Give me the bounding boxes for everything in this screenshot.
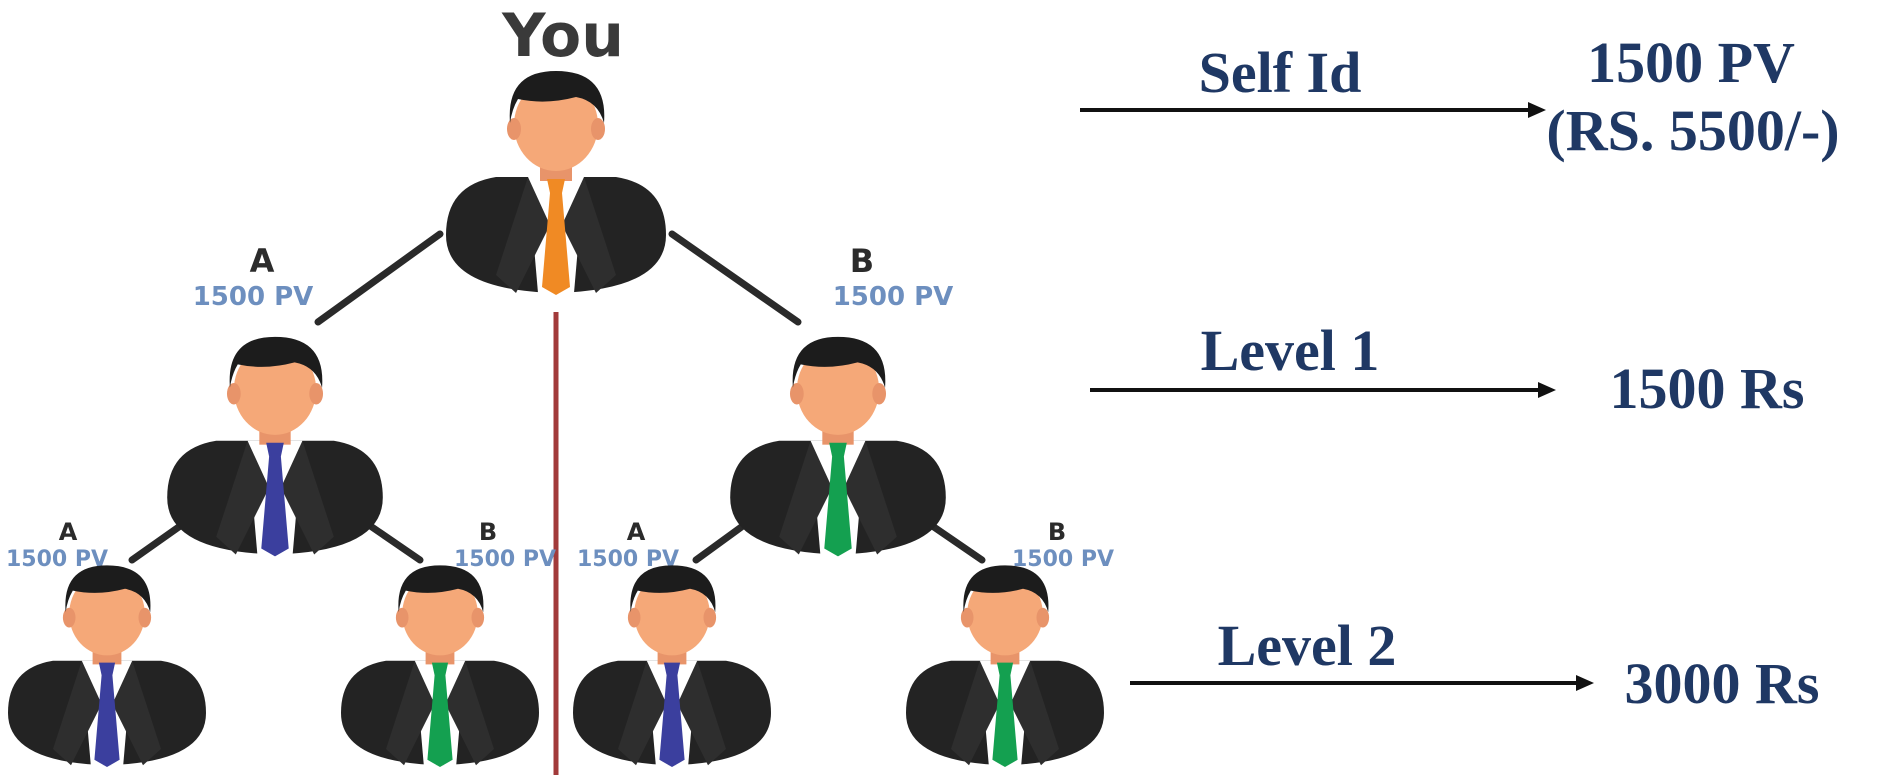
- legend-value-self-id-rs: (RS. 5500/-): [1546, 98, 1839, 163]
- node-letter-l2-2: A: [627, 518, 646, 546]
- tie-icon: [94, 662, 120, 767]
- legend-label-level1: Level 1: [1201, 318, 1380, 383]
- person-l2-2: [573, 565, 771, 767]
- tie-icon: [992, 662, 1018, 767]
- node-letter-l2-3: B: [1048, 518, 1066, 546]
- person-l1-0: [167, 336, 383, 557]
- person-root: [446, 71, 666, 295]
- node-letter-l2-1: B: [479, 518, 497, 546]
- legend-value-level2: 3000 Rs: [1625, 651, 1820, 716]
- tie-icon: [261, 442, 289, 557]
- root-label: You: [501, 1, 624, 71]
- legend-arrow-self-id-head: [1528, 102, 1546, 118]
- node-pv-l1-0: 1500 PV: [193, 282, 314, 312]
- node-letter-l1-0: A: [250, 242, 275, 280]
- node-letter-l2-0: A: [59, 518, 78, 546]
- node-letter-l1-1: B: [850, 242, 874, 280]
- tie-icon: [427, 662, 453, 767]
- node-pv-l2-3: 1500 PV: [1012, 547, 1114, 572]
- legend-value-level1: 1500 Rs: [1610, 356, 1805, 421]
- legend-arrow-level2-head: [1576, 675, 1594, 691]
- person-l2-0: [7, 565, 206, 767]
- tie-icon: [824, 442, 852, 557]
- person-l2-1: [341, 565, 539, 767]
- connector-root-b: [668, 230, 802, 326]
- connector-root-a: [314, 230, 444, 326]
- legend-label-level2: Level 2: [1218, 613, 1397, 678]
- tie-icon: [659, 662, 685, 767]
- person-l2-3: [906, 565, 1104, 767]
- legend-value-self-id: 1500 PV: [1587, 30, 1795, 95]
- node-pv-l2-1: 1500 PV: [454, 547, 556, 572]
- tie-icon: [542, 179, 570, 295]
- legend-arrow-level1-head: [1538, 382, 1556, 398]
- node-pv-l1-1: 1500 PV: [833, 282, 954, 312]
- person-l1-1: [730, 336, 946, 557]
- legend-label-self-id: Self Id: [1199, 40, 1362, 105]
